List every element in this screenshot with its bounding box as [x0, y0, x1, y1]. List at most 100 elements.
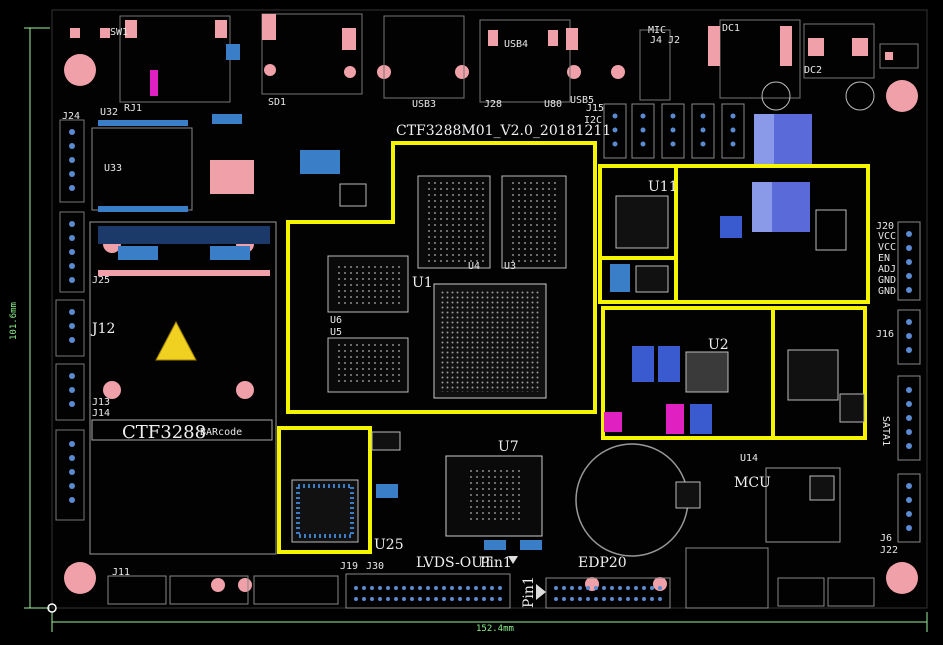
- ref-u3: U3: [504, 261, 517, 272]
- ref-sata1: SATA1: [880, 416, 891, 447]
- j12-top-bar: [98, 226, 270, 244]
- right-connector-pins: [906, 231, 912, 531]
- pin1-arrow: [536, 584, 546, 600]
- ref-u11: U11: [648, 179, 678, 195]
- right-connectors: [897, 221, 921, 543]
- edp-label: EDP20: [578, 555, 627, 571]
- top-connectors: [119, 13, 919, 103]
- ref-j16: J16: [876, 329, 895, 340]
- u2-chip: [685, 351, 729, 393]
- ref-u32: U32: [100, 107, 119, 118]
- header-row-pins: [612, 113, 736, 147]
- cap-blue-c: [690, 404, 712, 434]
- ref-u25: U25: [374, 537, 404, 553]
- inductor-large-pad: [752, 182, 772, 232]
- power-label-vcc-2: VCC: [878, 242, 897, 253]
- mcu-outline: [765, 467, 841, 543]
- width-dimension: 152.4mm: [476, 624, 514, 634]
- dimension-lines: [24, 27, 928, 632]
- cpu-ball-grid: [440, 290, 540, 392]
- bottom-connectors: [107, 547, 875, 609]
- height-dimension: 101.6mm: [9, 302, 19, 340]
- coin-cell-tab: [675, 481, 701, 509]
- ref-j2: J2: [668, 35, 681, 46]
- u25-chip: [291, 479, 359, 543]
- j12-pad-a: [118, 246, 158, 260]
- ref-j19: J19: [340, 561, 359, 572]
- pin1-label-a: Pin1: [480, 555, 512, 571]
- ref-i2c: I2C: [584, 115, 603, 126]
- ref-u4: U4: [468, 261, 481, 272]
- j12-pad-b: [210, 246, 250, 260]
- ref-j22: J22: [880, 545, 899, 556]
- origin-marker: [47, 603, 57, 613]
- ref-u5: U5: [330, 327, 343, 338]
- mcu-label: MCU: [734, 475, 771, 491]
- ref-j13: J13: [92, 397, 111, 408]
- u16-chip: [787, 349, 839, 401]
- warning-icon: [155, 320, 197, 361]
- ref-usb3: USB3: [412, 99, 437, 110]
- ref-u14: U14: [740, 453, 759, 464]
- ref-usb5: USB5: [570, 95, 595, 106]
- ref-mic: MIC: [648, 25, 667, 36]
- pin1-label-b: Pin1: [521, 576, 537, 608]
- j12-module: [89, 221, 277, 555]
- ref-j15: J15: [586, 103, 605, 114]
- pin1-arrow-b: [508, 556, 518, 564]
- ram-u6-balls: [334, 262, 402, 306]
- ref-dc1: DC1: [722, 23, 741, 34]
- header-row: [603, 103, 745, 159]
- label-strip: [91, 419, 273, 441]
- cap-round-b: [845, 81, 875, 111]
- ref-j20: J20: [876, 221, 895, 232]
- left-connector-pins: [69, 129, 75, 503]
- ic-pink: [604, 412, 622, 432]
- power-label-gnd-2: GND: [878, 286, 897, 297]
- cap-blue-a: [632, 346, 654, 382]
- ref-rj1: RJ1: [124, 103, 143, 114]
- ref-sd1: SD1: [268, 97, 287, 108]
- highlight-power-block: [598, 164, 870, 440]
- ref-sw1: SW1: [110, 27, 129, 38]
- ram-u5-balls: [334, 344, 402, 386]
- ref-j24: J24: [62, 111, 81, 122]
- highlight-u25-block: [277, 426, 372, 554]
- ram-u4-balls: [424, 182, 484, 262]
- left-connectors: [55, 119, 85, 521]
- u25-pins: [296, 484, 354, 538]
- mcu-chip: [809, 475, 835, 501]
- power-label-gnd-1: GND: [878, 275, 897, 286]
- ref-u6: U6: [330, 315, 343, 326]
- power-label-adj: ADJ: [878, 264, 897, 275]
- power-label-vcc-1: VCC: [878, 231, 897, 242]
- ref-u1: U1: [412, 275, 433, 291]
- barcode-label: BARcode: [200, 427, 243, 438]
- ref-dc2: DC2: [804, 65, 823, 76]
- lvds-label: LVDS-OUT: [416, 555, 493, 571]
- j12-pad-strip: [98, 270, 270, 276]
- ref-j14: J14: [92, 408, 111, 419]
- ref-j6: J6: [880, 533, 893, 544]
- ref-j28: J28: [484, 99, 503, 110]
- ref-u2: U2: [708, 337, 729, 353]
- ref-j11: J11: [112, 567, 131, 578]
- board-title: CTF3288M01_V2.0_20181211: [396, 123, 612, 139]
- ref-j4: J4: [650, 35, 663, 46]
- ref-j30: J30: [366, 561, 385, 572]
- u7-balls: [470, 470, 520, 524]
- ref-u38: U33: [104, 163, 123, 174]
- ref-j12: J12: [92, 321, 116, 337]
- u38-pins: [98, 120, 188, 212]
- bottom-connector-pins: [352, 580, 664, 604]
- power-label-en: EN: [878, 253, 891, 264]
- ram-u3-balls: [508, 182, 560, 262]
- smd-components: [150, 44, 865, 550]
- cap-round-a: [761, 81, 791, 111]
- highlight-cpu-block: [286, 141, 597, 414]
- top-pads: [70, 14, 893, 66]
- cap-magenta: [666, 404, 684, 434]
- brand-silk: CTF3288: [122, 422, 207, 443]
- cap-blue-b: [658, 346, 680, 382]
